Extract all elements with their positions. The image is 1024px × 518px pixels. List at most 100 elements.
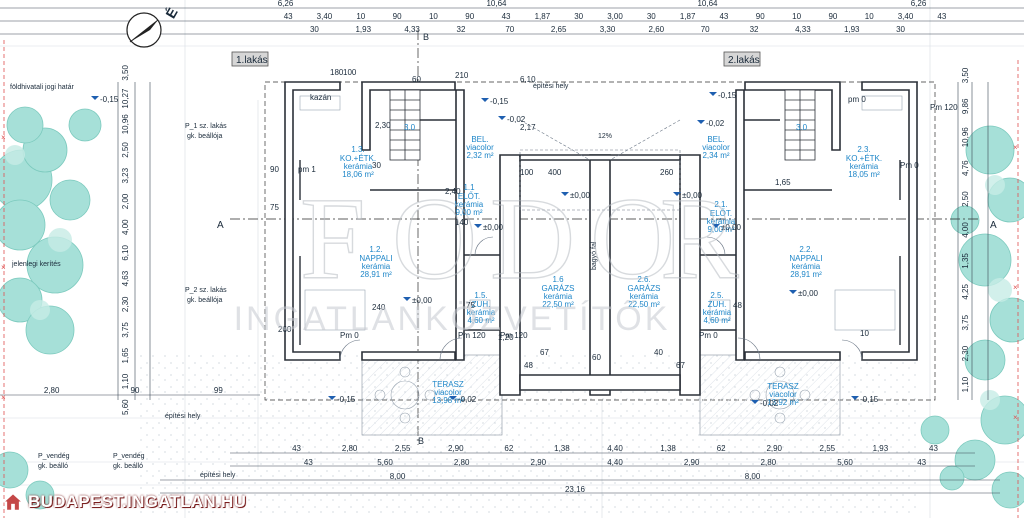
room-rbel2-material: viacolor	[702, 143, 730, 152]
dim-top3-0: 30	[310, 25, 319, 34]
room-rbel1-material: viacolor	[466, 143, 494, 152]
dim-top2-16: 10	[865, 12, 874, 21]
svg-text:×: ×	[1, 133, 6, 142]
room-r21-material: kerámia	[707, 217, 736, 226]
dim-inner-19: Pm 0	[900, 161, 919, 170]
dimension-lines	[0, 7, 1024, 494]
site-notes: földhivatali jogi határ jelenlegi keríté…	[10, 83, 612, 479]
dim-top2-14: 10	[792, 12, 801, 21]
dim-bottom2-4: 4,40	[607, 458, 623, 467]
dim-bottom1-9: 2,90	[766, 444, 782, 453]
dim-right-0: 3,50	[961, 67, 970, 83]
room-r16-material: kerámia	[544, 292, 573, 301]
dim-top2-5: 90	[465, 12, 474, 21]
dim-left-0: 3,50	[121, 65, 130, 81]
room-rbel1-area: 2,32 m²	[466, 151, 493, 160]
inner-walls	[299, 119, 901, 345]
dim-top2-6: 43	[502, 12, 511, 21]
level-marker-icon	[789, 290, 797, 294]
room-r23-name: KO.+ÉTK.	[846, 154, 882, 163]
trees	[0, 106, 1024, 510]
dim-left-8: 4,63	[121, 270, 130, 286]
room-r16-number: 1.6	[552, 275, 564, 284]
dim-inner-18: pm 1	[298, 165, 316, 174]
dim-top2-0: 43	[284, 12, 293, 21]
dim-top2-1: 3,40	[317, 12, 333, 21]
dim-top2-10: 30	[647, 12, 656, 21]
note-bagyo: bagyó fal	[591, 241, 598, 270]
house-icon	[2, 493, 24, 511]
room-r13-material: kerámia	[344, 162, 373, 171]
dim-top1-1: 10,64	[486, 0, 507, 8]
room-r15-name: ZUH.	[472, 300, 491, 309]
level-marker-icon	[498, 116, 506, 120]
dim-inner-21: Pm 120	[458, 331, 486, 340]
note-jelenlegi: jelenlegi kerítés	[11, 261, 61, 268]
dim-left-9: 2,30	[121, 296, 130, 312]
dim-bottom4-0: 23,16	[565, 485, 586, 494]
level-marker-icon	[481, 98, 489, 102]
note-epitesi-left: építési hely	[165, 413, 201, 420]
level-n4: -0,02	[760, 399, 779, 408]
unit-label-1-text: 1.lakás	[236, 55, 268, 66]
dim-bottom1-2: 2,55	[395, 444, 411, 453]
room-r25-name: ZUH.	[708, 300, 727, 309]
level-marks: ±0,00±0,00±0,00±0,00±0,00±0,00-0,15-0,15…	[91, 91, 879, 408]
property-boundary	[3, 40, 1019, 518]
room-r21-number: 2.1.	[714, 200, 727, 209]
level-l1: ±0,00	[412, 296, 433, 305]
site-badge-text: BUDAPEST.INGATLAN.HU	[28, 492, 247, 511]
svg-text:×: ×	[1013, 283, 1018, 292]
dim-inner-26: 260	[660, 168, 674, 177]
room-r22-number: 2.2.	[799, 245, 812, 254]
level-marker-icon	[709, 92, 717, 96]
build-zone	[264, 81, 936, 401]
room-r16-name: GARÁZS	[542, 284, 575, 293]
room-r12-material: kerámia	[362, 262, 391, 271]
room-r23-area: 18,05 m²	[848, 170, 880, 179]
dim-left-b-0: 2,80	[44, 386, 60, 395]
room-r15-material: kerámia	[467, 308, 496, 317]
dim-inner-25: 400	[548, 168, 562, 177]
level-m2: -0,15	[490, 97, 509, 106]
dim-inner-29: 48	[733, 301, 742, 310]
dim-inner-7: 2,40	[445, 187, 461, 196]
level-m5: -0,15	[860, 395, 879, 404]
dim-bottom2-8: 43	[917, 458, 926, 467]
level-l3: ±0,00	[570, 191, 591, 200]
note-pv1: P_vendég	[38, 453, 70, 460]
dim-left-11: 1,65	[121, 347, 130, 363]
terrace-areas	[361, 354, 841, 436]
site-badge[interactable]: BUDAPEST.INGATLAN.HU	[2, 489, 246, 515]
room-r22-area: 28,91 m²	[790, 270, 822, 279]
dim-right-4: 2,50	[961, 191, 970, 207]
dim-inner-3: 210	[455, 71, 469, 80]
level-marker-icon	[328, 396, 336, 400]
dim-top2-9: 3,00	[607, 12, 623, 21]
stair-label-1: 3.0	[404, 123, 416, 132]
dim-left-b-1: 90	[131, 386, 140, 395]
door-swings	[339, 236, 863, 361]
dim-bottom2-2: 2,80	[454, 458, 470, 467]
room-r26-material: kerámia	[630, 292, 659, 301]
dim-top2-13: 90	[756, 12, 765, 21]
dim-top1-3: 6,26	[911, 0, 927, 8]
dim-top2-18: 43	[937, 12, 946, 21]
dim-inner-31: 67	[676, 361, 685, 370]
boundary-marks: ××× ×××	[1, 133, 1018, 422]
dim-inner-14: 1,20	[498, 333, 514, 342]
room-r26-area: 22,50 m²	[628, 300, 660, 309]
dim-right-9: 2,30	[961, 345, 970, 361]
note-p1: P_1 sz. lakás	[185, 123, 227, 130]
dim-bottom3-0: 8,00	[390, 472, 406, 481]
dim-inner-22: Pm 120	[930, 103, 958, 112]
room-r26-name: GARÁZS	[628, 284, 661, 293]
room-r15-area: 4,60 m²	[467, 316, 494, 325]
level-marker-icon	[712, 224, 720, 228]
dim-top2-11: 1,87	[680, 12, 696, 21]
room-r12-name: NAPPALI	[359, 254, 392, 263]
dim-top3-9: 32	[750, 25, 759, 34]
room-rter1-material: viacolor	[434, 388, 462, 397]
dim-inner-27: 260	[278, 325, 292, 334]
